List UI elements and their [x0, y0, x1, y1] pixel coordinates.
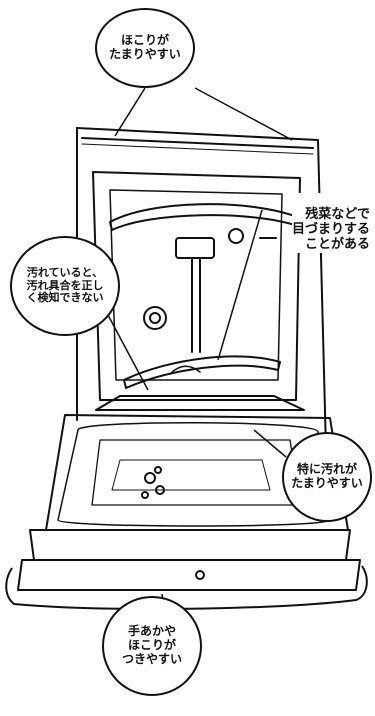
rack-floor	[91, 439, 301, 506]
filter-port	[143, 306, 167, 330]
door-latch	[195, 570, 205, 580]
leader-dust-top	[114, 87, 293, 141]
spray-pipe	[191, 257, 201, 353]
callout-dirt-collect: 特に汚れが たまりやすい	[282, 432, 372, 522]
callout-hand-marks-text: 手あかや ほこりが つきやすい	[121, 624, 182, 666]
callout-dirty-sensor-text: 汚れていると、 汚れ具合を正し く検知できない	[26, 266, 104, 305]
leader-lines	[5, 87, 368, 613]
door-front-top	[29, 529, 351, 561]
leader-dirt-collect	[253, 429, 287, 458]
lower-spray-arm	[123, 355, 281, 389]
tub-opening	[92, 171, 301, 401]
door-front-bottom	[17, 559, 361, 591]
basket-rim	[95, 395, 305, 411]
door-highlight-curve	[5, 565, 368, 610]
callout-dust-top-text: ほこりが たまりやすい	[109, 33, 181, 61]
upper-spray-arm	[109, 203, 301, 231]
leader-food-waste	[217, 209, 263, 361]
cabinet-top-seam	[81, 137, 314, 149]
callout-dirt-collect-text: 特に汚れが たまりやすい	[291, 462, 363, 490]
callout-dirty-sensor: 汚れていると、 汚れ具合を正し く検知できない	[10, 236, 120, 336]
callout-hand-marks: 手あかや ほこりが つきやすい	[102, 596, 202, 696]
spray-hub	[175, 237, 215, 259]
callout-food-waste: 残菜などで 目づまりする ことがある	[292, 193, 371, 253]
callout-dust-top: ほこりが たまりやすい	[95, 8, 195, 88]
callout-food-waste-text: 残菜などで 目づまりする ことがある	[292, 206, 371, 252]
tub-interior	[109, 189, 283, 381]
